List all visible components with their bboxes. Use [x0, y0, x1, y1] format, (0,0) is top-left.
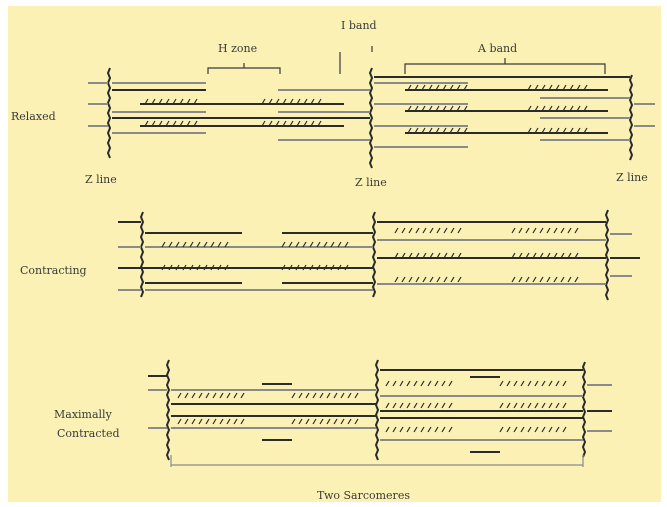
- myosin-heads-contracting: [161, 227, 579, 283]
- thin-filaments-max: [148, 384, 612, 441]
- thick-filaments-relaxed: [112, 76, 630, 134]
- z-line-max-left: [165, 359, 171, 461]
- z-line-relaxed-right: [628, 74, 634, 161]
- maximally-label-line2: Contracted: [57, 427, 120, 440]
- z-line-contracting-left: [139, 211, 145, 298]
- i-band-bracket: [339, 46, 373, 74]
- myosin-heads-max: [177, 380, 567, 433]
- i-band-label: I band: [341, 19, 377, 32]
- h-zone-bracket: [207, 63, 281, 74]
- contracting-sarcomeres: [118, 209, 640, 301]
- h-zone-label: H zone: [218, 42, 257, 55]
- z-line-contracting-middle: [371, 211, 377, 298]
- z-line-max-middle: [374, 359, 380, 461]
- z-line-label-middle: Z line: [355, 176, 387, 189]
- a-band-label: A band: [477, 42, 517, 55]
- two-sarcomeres-bracket: [170, 455, 584, 467]
- thick-filaments-contracting: [118, 221, 640, 284]
- contracting-label: Contracting: [20, 264, 87, 277]
- z-line-relaxed-middle: [368, 67, 374, 169]
- z-line-max-right: [581, 361, 587, 458]
- z-line-label-left: Z line: [85, 173, 117, 186]
- band-brackets: [207, 46, 606, 74]
- a-band-bracket: [404, 58, 606, 74]
- myosin-heads-relaxed: [144, 84, 588, 134]
- relaxed-sarcomeres: [88, 46, 655, 169]
- thick-filaments-max: [148, 369, 612, 453]
- z-line-label-right: Z line: [616, 171, 648, 184]
- background-panel: [8, 6, 661, 502]
- max-contracted-sarcomeres: [148, 359, 612, 467]
- two-sarcomeres-label: Two Sarcomeres: [317, 489, 410, 502]
- relaxed-label: Relaxed: [11, 110, 56, 123]
- maximally-label-line1: Maximally: [54, 408, 113, 421]
- thin-filaments-contracting: [118, 233, 632, 291]
